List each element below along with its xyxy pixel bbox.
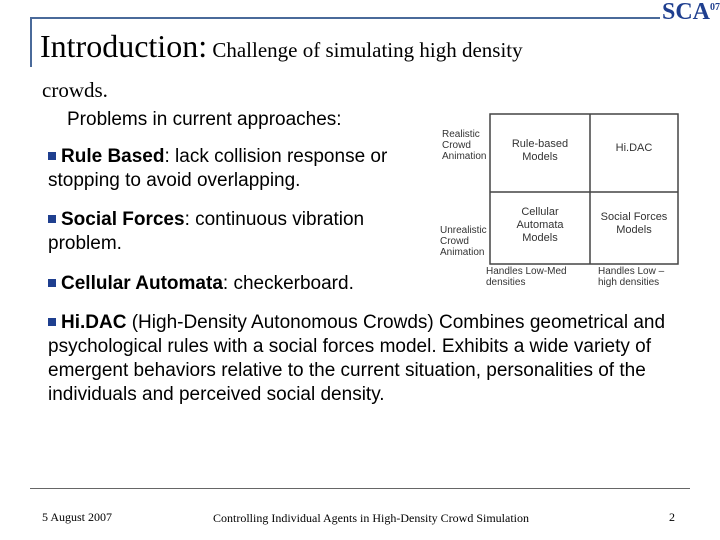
bullet-cellular-automata: Cellular Automata: checkerboard. [48,272,448,296]
cell-social-forces: Social Forces Models [600,211,668,236]
title-sub: Challenge of simulating high density [207,38,523,62]
slide-title: Introduction: Challenge of simulating hi… [40,28,523,68]
page-number: 2 [669,510,675,524]
logo-sup: 07 [710,2,720,13]
bullet-bold: Cellular Automata [61,273,223,294]
bullet-hidac: Hi.DAC (High-Density Autonomous Crowds) … [48,311,698,407]
x-axis-right-label: Handles Low – high densities [598,266,665,288]
cell-cellular-automata: Cellular Automata Models [516,206,564,244]
left-accent-bar [30,17,32,67]
cell-hidac: Hi.DAC [615,142,653,154]
bullet-square-icon [48,318,56,326]
bullet-bold: Hi.DAC [61,312,127,333]
bullet-rest: : lack collision response or stopping to… [48,146,388,191]
bullet-rest: : continuous vibration problem. [48,209,365,254]
y-axis-top-label: Realistic Crowd Animation [442,129,487,162]
intro-text: Problems in current approaches: [67,109,342,130]
x-axis-left-label: Handles Low-Med densities [486,266,567,288]
y-axis-bottom-label: Unrealistic Crowd Animation [440,225,487,258]
bullet-rule-based: Rule Based: lack collision response or s… [48,145,428,193]
logo-text: SCA [662,0,711,25]
title-continuation: crowds. [42,78,108,102]
conference-logo: SCA07 [662,0,720,28]
footer-rule [30,488,690,489]
bullet-square-icon [48,279,56,287]
title-main: Introduction: [40,28,208,64]
bullet-square-icon [48,152,56,160]
top-rule [30,17,660,19]
cell-rule-based: Rule-based Models [511,138,569,163]
approach-quadrant-diagram: Realistic Crowd Animation Unrealistic Cr… [436,100,680,290]
bullet-social-forces: Social Forces: continuous vibration prob… [48,208,428,256]
bullet-bold: Social Forces [61,209,185,230]
bullet-bold: Rule Based [61,146,165,167]
bullet-rest: (High-Density Autonomous Crowds) Combine… [48,312,666,405]
footer-title: Controlling Individual Agents in High-De… [213,511,529,525]
footer-date: 5 August 2007 [42,510,113,524]
bullet-square-icon [48,215,56,223]
diagram-frame [489,113,679,265]
bullet-rest: : checkerboard. [222,273,354,294]
